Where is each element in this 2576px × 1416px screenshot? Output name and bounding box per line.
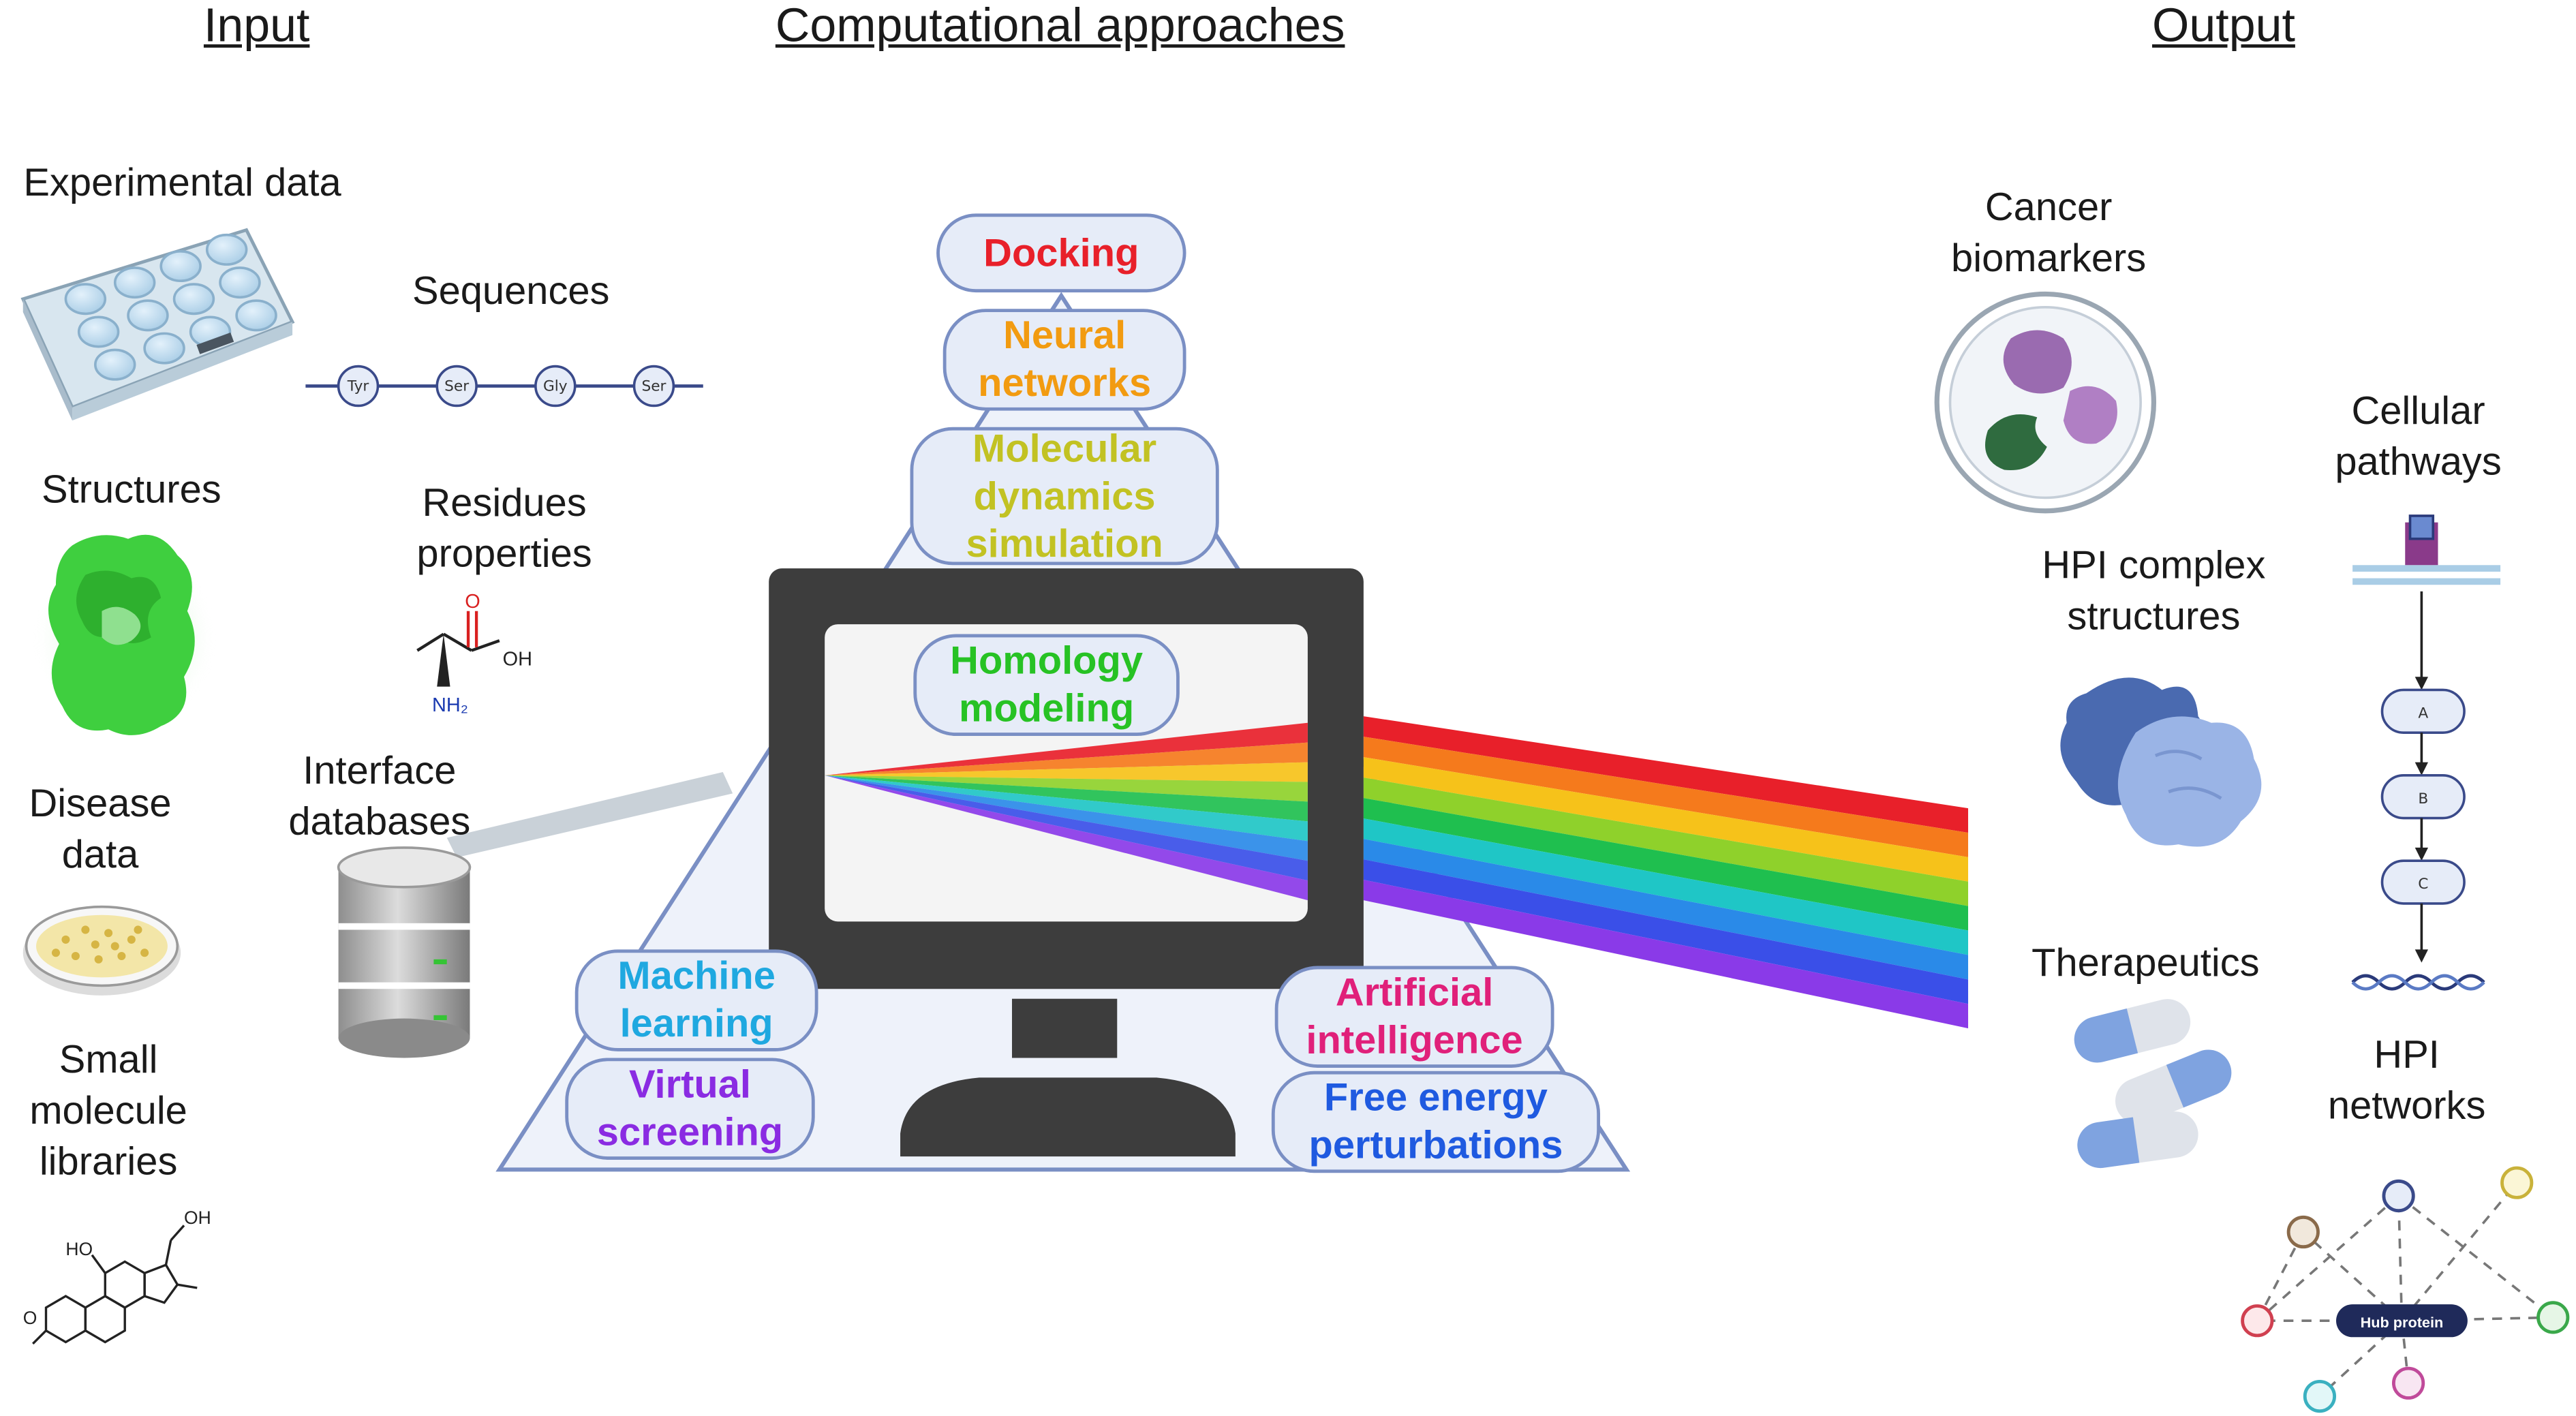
steroid-ho-label: HO — [65, 1239, 93, 1259]
small-molecule-libraries-label: Small molecule libraries — [29, 1038, 187, 1185]
machine-learning-pill: Machine learning — [574, 949, 818, 1051]
spectrum-output-band — [1363, 880, 1969, 1029]
sequences-label: Sequences — [412, 269, 610, 314]
residue-4-label: Ser — [641, 378, 666, 395]
peptide-sequence-icon: Tyr Ser Gly Ser — [305, 365, 703, 407]
spectrum-output-band — [1363, 737, 1969, 857]
spectrum-output-band — [1363, 798, 1969, 931]
steroid-oh-label: OH — [184, 1207, 211, 1228]
nh2-label: NH₂ — [432, 694, 468, 716]
well-plate-icon — [20, 228, 295, 421]
input-light-beam — [446, 772, 733, 858]
biomarker-dish-icon — [1934, 291, 2157, 514]
amino-acid-molecule-icon — [416, 611, 500, 687]
residues-properties-label: Residues properties — [416, 481, 592, 577]
petri-dish-icon — [22, 905, 181, 996]
pathway-step-b: B — [2418, 790, 2428, 807]
interface-databases-label: Interface databases — [288, 749, 471, 845]
hpi-complex-structures-label: HPI complex structures — [2042, 543, 2266, 639]
cellular-pathways-label: Cellular pathways — [2335, 389, 2502, 485]
residue-2-label: Ser — [444, 378, 469, 395]
disease-data-label: Disease data — [29, 782, 172, 878]
structures-label: Structures — [42, 468, 221, 513]
carbonyl-o-label: O — [465, 591, 480, 613]
database-icon — [337, 846, 472, 1058]
free-energy-perturbations-pill: Free energy perturbations — [1271, 1071, 1601, 1173]
pathway-step-c: C — [2418, 876, 2428, 893]
spectrum-output-band — [1363, 859, 1969, 1004]
pathway-diagram-icon — [2351, 514, 2501, 991]
spectrum-output-band — [1363, 818, 1969, 955]
spectrum-fan-band — [825, 742, 1308, 775]
molecular-dynamics-pill: Molecular dynamics simulation — [910, 427, 1219, 566]
cancer-biomarkers-label: Cancer biomarkers — [1951, 185, 2147, 281]
rainbow-spectrum — [825, 716, 1969, 1029]
neural-networks-pill: Neural networks — [942, 309, 1186, 411]
capsules-icon — [2074, 999, 2232, 1169]
hpi-network-icon — [2241, 1166, 2570, 1413]
spectrum-output-band — [1363, 716, 1969, 833]
spectrum-output-band — [1363, 839, 1969, 980]
residue-1-label: Tyr — [347, 378, 369, 395]
input-header: Input — [203, 0, 310, 53]
pathway-step-a: A — [2418, 705, 2428, 722]
docking-pill: Docking — [936, 213, 1186, 293]
therapeutics-label: Therapeutics — [2031, 941, 2260, 986]
virtual-screening-pill: Virtual screening — [565, 1058, 815, 1160]
artificial-intelligence-pill: Artificial intelligence — [1274, 966, 1554, 1068]
spectrum-output-band — [1363, 757, 1969, 882]
spectrum-fan-band — [825, 722, 1308, 775]
hpi-complex-icon — [2060, 677, 2262, 847]
oh-label: OH — [503, 648, 532, 670]
residue-3-label: Gly — [543, 378, 568, 395]
hpi-networks-label: HPI networks — [2327, 1033, 2486, 1129]
hub-protein-label: Hub protein — [2361, 1314, 2444, 1331]
spectrum-output-band — [1363, 778, 1969, 906]
approaches-header: Computational approaches — [775, 0, 1345, 53]
protein-structure-icon — [33, 534, 217, 735]
homology-modeling-pill: Homology modeling — [913, 634, 1180, 736]
steroid-o-label: O — [23, 1308, 37, 1328]
steroid-molecule-icon — [32, 1225, 198, 1345]
experimental-data-label: Experimental data — [23, 161, 341, 206]
output-header: Output — [2152, 0, 2295, 53]
